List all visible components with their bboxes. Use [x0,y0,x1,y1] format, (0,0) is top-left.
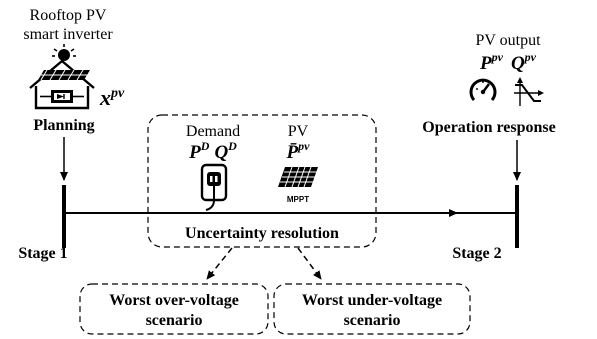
uncertainty-resolution-label: Uncertainty resolution [185,225,339,242]
mppt-label: MPPT [287,195,309,204]
planning-variable: xpv [99,85,125,110]
under-voltage-line2: scenario [344,312,401,329]
planning-label: Planning [33,117,94,134]
under-voltage-line1: Worst under-voltage [302,292,442,309]
over-voltage-line1: Worst over-voltage [109,292,239,309]
over-voltage-box [79,283,269,335]
over-voltage-line2: scenario [146,312,203,329]
power-outlet-plug-icon [200,163,228,211]
planning-title-line2: smart inverter [23,26,113,43]
speedometer-gauge-icon [469,78,497,101]
demand-label: Demand [186,123,240,140]
pv-label: PV [288,123,309,140]
stage1-label: Stage 1 [18,245,67,262]
planning-block: Rooftop PV smart inverter [23,7,125,181]
volt-var-curve-icon [514,77,544,106]
under-voltage-arrow [297,247,322,280]
house-with-solar-panel-and-sun-icon [29,44,95,110]
pv-variable: P̄pv [286,139,311,163]
uncertainty-dashed-box [147,114,377,248]
operation-label: Operation response [422,119,555,136]
stage2-label: Stage 2 [452,245,501,262]
operation-title: PV output [475,32,541,49]
planning-title-line1: Rooftop PV [30,7,107,24]
solar-panel-icon [278,166,318,188]
scenarios: Worst over-voltage scenario Worst under-… [79,247,471,335]
timeline: Stage 1 Stage 2 [18,185,519,262]
under-voltage-box [273,283,471,335]
over-voltage-arrow [206,247,233,280]
